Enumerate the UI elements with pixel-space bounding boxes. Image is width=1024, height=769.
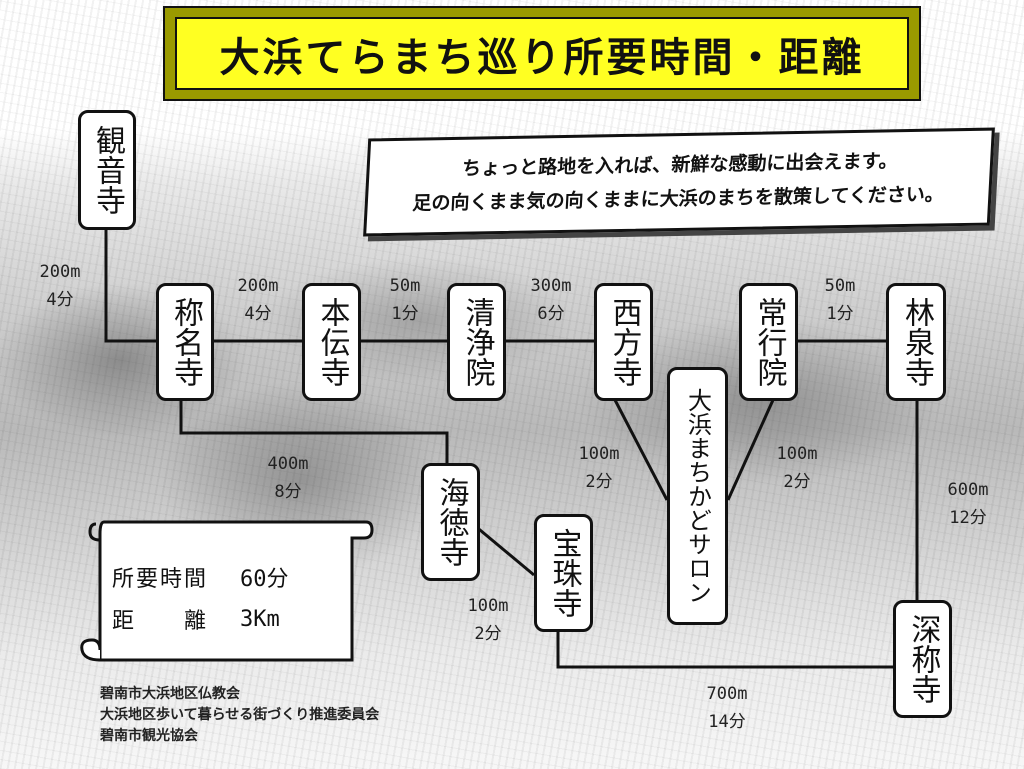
edge-distance: 600m xyxy=(947,480,989,500)
edge-distance: 200m xyxy=(237,276,279,296)
edge-time: 1分 xyxy=(391,304,419,324)
node-rinsenji[interactable]: 林泉寺 xyxy=(886,283,946,401)
node-shomyoji[interactable]: 称名寺 xyxy=(156,283,214,401)
node-kannonji[interactable]: 観音寺 xyxy=(78,110,136,230)
node-salon[interactable]: 大浜まちかどサロン xyxy=(667,367,728,625)
edge-label: 700m 14分 xyxy=(684,680,770,736)
node-kaitokuji[interactable]: 海徳寺 xyxy=(421,463,480,581)
edge-label: 400m 8分 xyxy=(248,450,328,506)
edge-time: 2分 xyxy=(474,624,502,644)
summary-time-value: 60分 xyxy=(240,567,289,592)
edge-hojuji-jinshoji xyxy=(556,632,893,669)
edge-distance: 100m xyxy=(578,444,620,464)
credits: 碧南市大浜地区仏教会 大浜地区歩いて暮らせる街づくり推進委員会 碧南市観光協会 xyxy=(100,684,379,747)
summary-distance-value: 3Km xyxy=(240,606,280,632)
edge-label: 100m 2分 xyxy=(560,440,638,496)
edge-distance: 300m xyxy=(530,276,572,296)
edge-time: 8分 xyxy=(274,482,302,502)
edge-label: 600m 12分 xyxy=(930,476,1006,532)
node-jinshoji[interactable]: 深称寺 xyxy=(893,600,952,718)
summary-time-row: 所要時間 60分 xyxy=(112,556,289,598)
edge-label: 300m 6分 xyxy=(510,272,592,328)
edge-distance: 50m xyxy=(824,276,856,296)
edge-kaitokuji-hojuji xyxy=(473,523,535,577)
edge-jogyoin-salon xyxy=(726,399,775,501)
edge-distance: 700m xyxy=(706,684,748,704)
summary-time-label: 所要時間 xyxy=(112,567,209,592)
edge-time: 12分 xyxy=(949,508,987,528)
title-banner: 大浜てらまち巡り所要時間・距離 xyxy=(163,6,921,101)
edge-time: 4分 xyxy=(46,290,74,310)
edge-shomyoji-kaitokuji xyxy=(179,401,449,463)
summary-distance-row: 距 離 3Km xyxy=(112,598,289,640)
edge-kannonji-shomyoji xyxy=(104,230,156,343)
edge-time: 4分 xyxy=(244,304,272,324)
edge-distance: 400m xyxy=(267,454,309,474)
title-panel: 大浜てらまち巡り所要時間・距離 xyxy=(175,17,909,90)
summary-distance-label: 距 離 xyxy=(112,609,209,634)
node-hojuji[interactable]: 宝珠寺 xyxy=(534,514,593,632)
page-title: 大浜てらまち巡り所要時間・距離 xyxy=(219,33,865,81)
intro-box: ちょっと路地を入れば、新鮮な感動に出会えます。 足の向くまま気の向くままに大浜の… xyxy=(363,127,995,237)
edge-label: 100m 2分 xyxy=(448,592,528,648)
edge-label: 100m 2分 xyxy=(758,440,836,496)
edge-label: 50m 1分 xyxy=(800,272,880,328)
summary-scroll xyxy=(80,520,374,662)
edge-distance: 50m xyxy=(389,276,421,296)
edge-label: 50m 1分 xyxy=(366,272,444,328)
edge-distance: 100m xyxy=(467,596,509,616)
credit-line: 大浜地区歩いて暮らせる街づくり推進委員会 xyxy=(100,707,380,723)
node-seijoin[interactable]: 清浄院 xyxy=(447,283,506,401)
edge-time: 14分 xyxy=(708,712,746,732)
edge-label: 200m 4分 xyxy=(20,258,100,314)
edge-distance: 200m xyxy=(39,262,81,282)
edge-time: 2分 xyxy=(783,472,811,492)
edge-time: 2分 xyxy=(585,472,613,492)
edge-saihoji-salon xyxy=(613,399,669,501)
credit-line: 碧南市観光協会 xyxy=(100,728,198,744)
edge-time: 6分 xyxy=(537,304,565,324)
edge-distance: 100m xyxy=(776,444,818,464)
node-saihoji[interactable]: 西方寺 xyxy=(594,283,653,401)
edge-label: 200m 4分 xyxy=(218,272,298,328)
edge-time: 1分 xyxy=(826,304,854,324)
node-hondenji[interactable]: 本伝寺 xyxy=(302,283,361,401)
node-jogyoin[interactable]: 常行院 xyxy=(739,283,798,401)
summary-panel: 所要時間 60分 距 離 3Km xyxy=(112,556,289,640)
credit-line: 碧南市大浜地区仏教会 xyxy=(100,686,240,702)
